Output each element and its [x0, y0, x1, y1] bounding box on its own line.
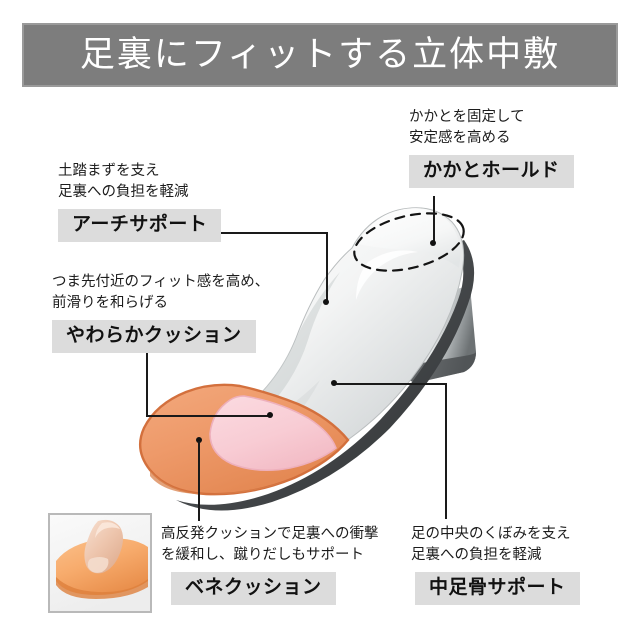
callout-vene-cushion: 高反発クッションで足裏への衝撃 を緩和し、蹴りだしもサポート ベネクッション	[161, 524, 379, 605]
callout-soft-cushion: つま先付近のフィット感を高め、 前滑りを和らげる やわらかクッション	[52, 272, 269, 353]
callout-heel-hold: かかとを固定して 安定感を高める かかとホールド	[409, 107, 574, 188]
callout-soft-cushion-line2: 前滑りを和らげる	[52, 294, 168, 311]
leader-dot-arch-support	[323, 299, 329, 305]
leader-metatarsal-v	[445, 383, 447, 519]
leader-soft-cushion-v	[146, 345, 148, 416]
leader-dot-vene-cushion	[196, 437, 202, 443]
leader-dot-metatarsal	[331, 380, 337, 386]
leader-heel-hold	[433, 196, 435, 244]
callout-arch-support: 土踏まずを支え 足裏への負担を軽減 アーチサポート	[58, 161, 222, 242]
callout-metatarsal-support: 足の中央のくぼみを支え 足裏への負担を軽減 中足骨サポート	[411, 524, 580, 605]
leader-metatarsal-h	[336, 383, 446, 385]
callout-arch-support-line2: 足裏への負担を軽減	[58, 183, 189, 200]
leader-arch-support-v	[326, 232, 328, 302]
leader-dot-soft-cushion	[267, 412, 273, 418]
callout-arch-support-line1: 土踏まずを支え	[58, 163, 160, 179]
title-banner: 足裏にフィットする立体中敷	[22, 23, 618, 87]
leader-vene-cushion	[198, 441, 200, 521]
badge-soft-cushion: やわらかクッション	[52, 320, 256, 353]
leader-soft-cushion-h	[146, 415, 271, 417]
callout-metatarsal-line1: 足の中央のくぼみを支え	[411, 526, 571, 542]
page-title: 足裏にフィットする立体中敷	[79, 34, 561, 75]
leader-arch-support-h	[208, 232, 327, 234]
callout-heel-hold-line2: 安定感を高める	[409, 129, 511, 146]
callout-soft-cushion-line1: つま先付近のフィット感を高め、	[52, 274, 270, 290]
heel-hold-dashed-ellipse	[353, 212, 465, 272]
badge-metatarsal-support: 中足骨サポート	[415, 572, 580, 605]
inset-photo-frame	[48, 513, 152, 613]
badge-vene-cushion: ベネクッション	[171, 572, 336, 605]
finger-pressing-orange-cushion-photo	[50, 515, 150, 611]
badge-heel-hold: かかとホールド	[409, 155, 574, 188]
leader-dot-heel-hold	[430, 240, 436, 246]
badge-arch-support: アーチサポート	[58, 209, 222, 242]
pink-soft-cushion-patch	[209, 395, 337, 472]
callout-metatarsal-line2: 足裏への負担を軽減	[411, 546, 542, 563]
callout-heel-hold-line1: かかとを固定して	[409, 109, 525, 125]
callout-vene-cushion-line2: を緩和し、蹴りだしもサポート	[161, 546, 364, 563]
callout-vene-cushion-line1: 高反発クッションで足裏への衝撃	[161, 526, 379, 542]
